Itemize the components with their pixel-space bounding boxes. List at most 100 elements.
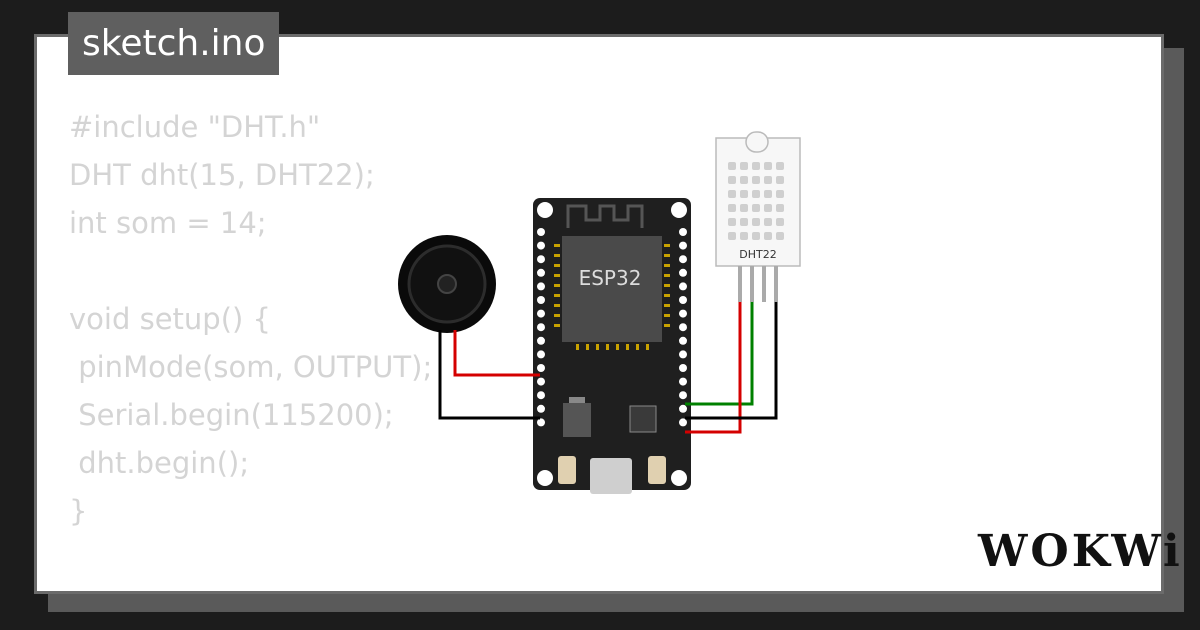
chip-pin [664, 284, 670, 287]
sensor-vent [752, 232, 760, 240]
sensor-vent [776, 204, 784, 212]
header-pin [537, 391, 545, 400]
wire-buzzer-ground [438, 330, 540, 420]
sensor-vent [776, 176, 784, 184]
sensor-vent [776, 232, 784, 240]
sensor-vent [764, 176, 772, 184]
board-label: ESP32 [579, 266, 642, 290]
wire-dht-ground [685, 302, 778, 420]
sensor-vent [764, 232, 772, 240]
chip-pin [664, 314, 670, 317]
sensor-vent [752, 204, 760, 212]
chip-pin [626, 344, 629, 350]
sensor-vent [764, 204, 772, 212]
header-pin [537, 282, 545, 291]
sensor-vent [764, 190, 772, 198]
code-line: DHT dht(15, DHT22); [69, 158, 375, 192]
chip-pin [554, 264, 560, 267]
chip-pin [616, 344, 619, 350]
chip-pin [554, 254, 560, 257]
wire-buzzer-signal [453, 330, 540, 377]
header-pin [679, 282, 687, 291]
header-pin [537, 336, 545, 345]
chip-pin [554, 304, 560, 307]
header-pin [537, 377, 545, 386]
chip-pin [664, 324, 670, 327]
header-pin [679, 228, 687, 236]
header-pin [537, 241, 545, 250]
sensor-vent [764, 218, 772, 226]
chip-pin [554, 244, 560, 247]
chip-pin [664, 294, 670, 297]
sensor-vent [728, 204, 736, 212]
sensor-vent [740, 176, 748, 184]
wire-dht-vcc [685, 302, 742, 434]
code-line: #include "DHT.h" [69, 110, 321, 144]
chip-pin [596, 344, 599, 350]
sensor-vent [752, 218, 760, 226]
wires [438, 302, 778, 434]
code-line: } [69, 494, 88, 528]
header-pin [679, 418, 687, 427]
code-line: pinMode(som, OUTPUT); [69, 350, 433, 384]
code-line: int som = 14; [69, 206, 267, 240]
header-pin [537, 323, 545, 332]
sensor-vent [776, 218, 784, 226]
wire-dht-data [685, 302, 754, 406]
sensor-vent [728, 190, 736, 198]
header-pin [679, 364, 687, 372]
chip-pin [606, 344, 609, 350]
chip-pin [576, 344, 579, 350]
buzzer[interactable] [398, 235, 496, 333]
chip-pin [586, 344, 589, 350]
header-pin [679, 377, 687, 386]
sensor-vent [728, 162, 736, 170]
code-line: Serial.begin(115200); [69, 398, 394, 432]
sensor-vent [776, 190, 784, 198]
chip-pin [554, 294, 560, 297]
header-pin [537, 228, 545, 236]
header-pin [537, 418, 545, 427]
esp32-board[interactable] [533, 198, 691, 494]
header-pin [679, 391, 687, 400]
code-line: dht.begin(); [69, 446, 250, 480]
code-listing: #include "DHT.h" DHT dht(15, DHT22); int s… [69, 103, 433, 591]
sketch-title: sketch.ino [68, 12, 280, 75]
header-pin [537, 364, 545, 372]
sensor-vent [740, 162, 748, 170]
sensor-vent [740, 204, 748, 212]
chip-pin [664, 274, 670, 277]
header-pin [679, 336, 687, 345]
header-pin [537, 350, 545, 359]
header-pin [537, 255, 545, 264]
header-pin [537, 404, 545, 413]
sensor-vent [728, 218, 736, 226]
sensor-vent [740, 218, 748, 226]
code-line: void setup() { [69, 302, 271, 336]
chip-pin [664, 264, 670, 267]
esp32-chip [562, 236, 662, 342]
chip-pin [664, 254, 670, 257]
sensor-label: DHT22 [739, 248, 776, 261]
header-pin [537, 296, 545, 304]
chip-pin [636, 344, 639, 350]
header-pin [679, 268, 687, 277]
header-pin [679, 323, 687, 332]
header-pin [679, 296, 687, 304]
chip-pin [554, 324, 560, 327]
header-pin [537, 268, 545, 277]
header-pin [679, 404, 687, 413]
header-pin [679, 255, 687, 264]
sensor-vent [752, 176, 760, 184]
sensor-vent [776, 162, 784, 170]
chip-pin [664, 304, 670, 307]
header-pin [679, 241, 687, 250]
chip-pin [664, 244, 670, 247]
header-pin [679, 309, 687, 318]
chip-pin [554, 284, 560, 287]
sensor-vent [740, 232, 748, 240]
dht22-sensor[interactable] [715, 131, 801, 302]
sensor-vent [740, 190, 748, 198]
sensor-vent [752, 162, 760, 170]
